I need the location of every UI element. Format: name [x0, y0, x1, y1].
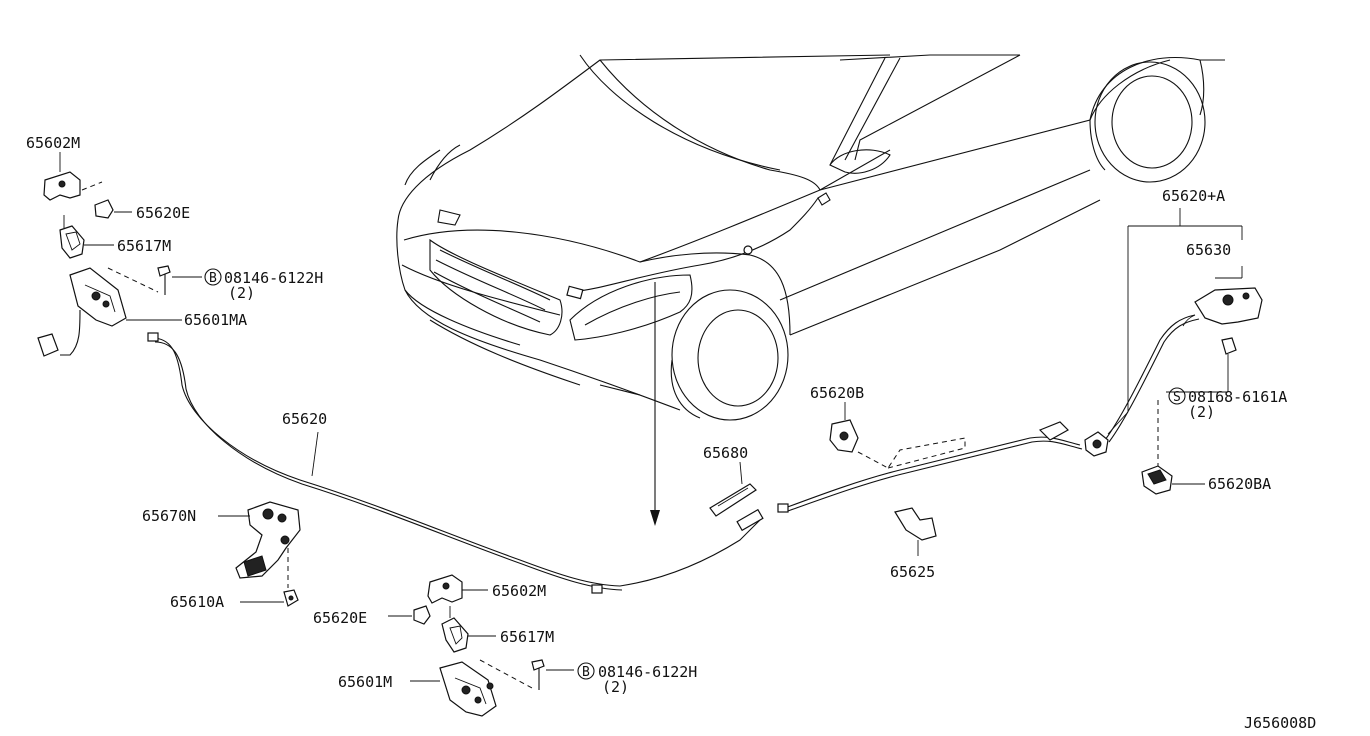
label-65620: 65620 [282, 410, 327, 428]
label-65620e-top: 65620E [136, 204, 190, 222]
pointer-arrow [650, 282, 660, 526]
label-65602m-bot: 65602M [492, 582, 546, 600]
part-65617m-top [59, 215, 114, 259]
connector-65620 [1084, 411, 1129, 457]
label-65680: 65680 [703, 444, 748, 462]
part-65620b [829, 402, 966, 469]
label-65630: 65630 [1186, 241, 1231, 259]
label-65610a: 65610A [170, 593, 224, 611]
label-bolt-top: 08146-6122H [224, 269, 323, 287]
part-65610a [240, 589, 299, 607]
bolt-bot [531, 659, 574, 690]
bolt-marker-bot [577, 662, 595, 680]
screw-marker-letter: S [1173, 390, 1181, 405]
label-screw-qty: (2) [1188, 403, 1215, 421]
car-cable [566, 192, 831, 300]
label-screw: 08168-6161A [1188, 388, 1287, 406]
label-65620ba: 65620BA [1208, 475, 1271, 493]
label-65617m-bot: 65617M [500, 628, 554, 646]
bolt-marker-top [204, 268, 222, 286]
part-65601ma [37, 267, 182, 357]
part-65620e-top [94, 199, 132, 219]
part-65617m-bot [441, 606, 496, 653]
diagram-id: J656008D [1244, 714, 1316, 732]
label-65601ma: 65601MA [184, 311, 247, 329]
label-65670n: 65670N [142, 507, 196, 525]
bracket-65620a [1127, 208, 1243, 412]
part-65625 [894, 507, 937, 556]
label-65620b: 65620B [810, 384, 864, 402]
label-65620a: 65620+A [1162, 187, 1225, 205]
cable-65620 [147, 314, 1200, 594]
part-65620ba [1141, 465, 1205, 495]
label-65617m-top: 65617M [117, 237, 171, 255]
part-65630 [1182, 266, 1263, 327]
car-outline [396, 54, 1225, 421]
screw-08168 [1157, 337, 1237, 466]
label-bolt-top-qty: (2) [228, 284, 255, 302]
label-65620e-bot: 65620E [313, 609, 367, 627]
bolt-marker-letter-top: B [209, 271, 217, 286]
label-bolt-bot: 08146-6122H [598, 663, 697, 681]
label-65602m-top: 65602M [26, 134, 80, 152]
label-65601m: 65601M [338, 673, 392, 691]
label-65625: 65625 [890, 563, 935, 581]
part-65620e-bot [388, 605, 431, 625]
bolt-marker-letter-bot: B [582, 665, 590, 680]
bolt-top [157, 265, 202, 295]
part-65602m-bot [427, 574, 488, 604]
part-65601m [410, 661, 497, 717]
part-65602m-top [43, 152, 81, 201]
screw-marker [1168, 387, 1186, 405]
label-bolt-bot-qty: (2) [602, 678, 629, 696]
part-65670n [218, 501, 301, 588]
part-65680 [709, 461, 757, 517]
